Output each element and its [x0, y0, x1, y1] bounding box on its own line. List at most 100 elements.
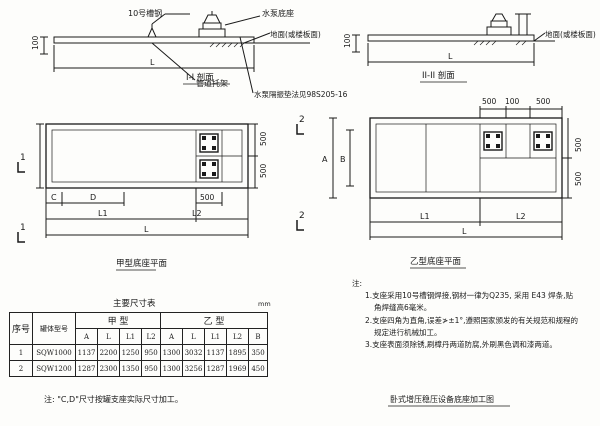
section-1-drawing — [40, 11, 310, 94]
pipe-support — [147, 26, 157, 38]
plan-b-dim-500-v2: 500 — [574, 171, 583, 186]
plan-a-dim-500-h: 500 — [200, 193, 215, 202]
group-a-header: 甲 型 — [75, 312, 161, 329]
table-title: 主要尺寸表 — [113, 298, 156, 309]
floor-hatch — [209, 42, 245, 48]
pump-body — [203, 14, 221, 24]
note-line: 规定进行机械加工。 — [374, 327, 442, 337]
table-cell: 2 — [9, 360, 33, 377]
table-cell: SQW1000 — [32, 344, 76, 361]
sub-header: L1 — [119, 328, 142, 345]
plan-b-dim-100: 100 — [505, 97, 520, 106]
plan-b-drawing — [296, 106, 572, 269]
sub-header: L — [182, 328, 205, 345]
table-cell: 1350 — [119, 360, 142, 377]
plan-b-dim-500-v1: 500 — [574, 137, 583, 152]
plan-b-mark-bottom: 2 — [299, 211, 305, 221]
sub-header: B — [248, 328, 268, 345]
label-pipe-support: 管道托架 — [196, 78, 228, 88]
plan-b-title: 乙型底座平面 — [410, 256, 462, 267]
note-line: 1.支座采用10号槽钢焊接,钢材一律为Q235, 采用 E43 焊条,贴 — [365, 291, 574, 301]
label-isolator: 水泵隔振垫法见98S205-16 — [254, 89, 348, 99]
plan-b-dim-l1: L1 — [420, 212, 430, 221]
section-1-dim-l: L — [150, 58, 155, 67]
table-cell: 950 — [141, 344, 161, 361]
plan-a-drawing — [17, 123, 258, 271]
sub-header: A — [75, 328, 98, 345]
table-footnote: 注: "C,D"尺寸按罐支座实际尺寸加工。 — [44, 395, 183, 404]
plan-a-mark-bottom: 1 — [20, 223, 26, 233]
table-cell: SQW1200 — [32, 360, 76, 377]
group-b-header: 乙 型 — [160, 312, 268, 329]
section-1-title: I-I 剖面 — [186, 72, 214, 83]
channel-beam-2 — [367, 34, 535, 42]
table-row: 1 SQW1000 1137 2200 1250 950 1300 3032 1… — [9, 344, 268, 361]
col-model-header: 罐体型号 — [32, 312, 76, 345]
plan-a-dim-500-top: 500 — [259, 131, 268, 146]
table-cell: 1300 — [160, 360, 183, 377]
plan-a-pump-pads — [199, 133, 219, 179]
sub-header: A — [160, 328, 183, 345]
table-cell: 2200 — [97, 344, 120, 361]
section-2-dim-100: 100 — [343, 33, 352, 48]
plan-a-dim-d: D — [90, 193, 96, 202]
plan-b-dim-l2: L2 — [516, 212, 526, 221]
col-no-header: 序号 — [9, 312, 33, 345]
section-2-dim-l: L — [448, 52, 453, 61]
label-pump-base: 水泵底座 — [262, 8, 294, 18]
table-cell: 1287 — [75, 360, 98, 377]
plan-b-dim-a: A — [322, 155, 328, 164]
pump-base-2 — [486, 26, 512, 36]
dimension-table: 序号 罐体型号 甲 型 乙 型 A L L1 L2 A L L1 L2 B 1 … — [9, 312, 268, 377]
section-2-drawing — [352, 13, 555, 83]
plan-b-pump-pads — [483, 131, 553, 151]
note-line: 角焊缝高6毫米。 — [374, 303, 432, 313]
table-cell: 3256 — [182, 360, 205, 377]
plan-a-title: 甲型底座平面 — [116, 258, 168, 269]
table-cell: 3032 — [182, 344, 205, 361]
label-floor-2: 地面(或楼板面) — [545, 29, 596, 39]
table-unit: mm — [258, 300, 271, 308]
table-cell: 1895 — [226, 344, 249, 361]
table-cell: 1287 — [204, 360, 227, 377]
table-cell: 1137 — [75, 344, 98, 361]
table-cell: 450 — [248, 360, 268, 377]
plan-a-dim-500-bottom: 500 — [259, 163, 268, 178]
sub-header: L2 — [226, 328, 249, 345]
table-cell: 2300 — [97, 360, 120, 377]
plan-a-mark-top: 1 — [20, 153, 26, 163]
table-cell: 950 — [141, 360, 161, 377]
notes-block: 注: 1.支座采用10号槽钢焊接,钢材一律为Q235, 采用 E43 焊条,贴 … — [352, 278, 592, 351]
section-1-dim-100: 100 — [31, 35, 40, 50]
notes-head: 注: — [352, 279, 363, 288]
plan-a-dim-c: C — [51, 193, 57, 202]
sub-header: L — [97, 328, 120, 345]
table-cell: 1 — [9, 344, 33, 361]
table-cell: 350 — [248, 344, 268, 361]
pump-isolator — [202, 22, 222, 30]
plan-b-mark-top: 2 — [299, 115, 305, 125]
plan-b-dim-b: B — [340, 155, 346, 164]
sub-header: L2 — [141, 328, 161, 345]
plan-b-dim-500a: 500 — [482, 97, 497, 106]
table-cell: 1137 — [204, 344, 227, 361]
plan-b-dim-l: L — [462, 227, 467, 236]
table-cell: 1969 — [226, 360, 249, 377]
label-channel: 10号槽钢 — [128, 8, 162, 18]
sub-header: L1 — [204, 328, 227, 345]
table-row: 2 SQW1200 1287 2300 1350 950 1300 3256 1… — [9, 360, 268, 377]
section-2-title: II-II 剖面 — [422, 70, 455, 81]
channel-beam — [53, 36, 255, 44]
pump-base — [198, 28, 226, 38]
note-line: 2.支座四角为直角,误差≯±1°,遵照国家颁发的有关规范和规程的 — [365, 315, 579, 325]
note-line: 3.支座表面须除锈,刷樟丹两道防腐,外刷黑色调和漆两道。 — [365, 340, 557, 350]
plan-b-dim-500b: 500 — [536, 97, 551, 106]
drawing-title: 卧式增压稳压设备底座加工图 — [390, 394, 494, 404]
plan-a-dim-l: L — [144, 225, 149, 234]
plan-a-dim-l1: L1 — [98, 209, 108, 218]
plan-a-dim-l2: L2 — [192, 209, 202, 218]
table-cell: 1300 — [160, 344, 183, 361]
label-floor: 地面(或楼板面) — [270, 29, 321, 39]
